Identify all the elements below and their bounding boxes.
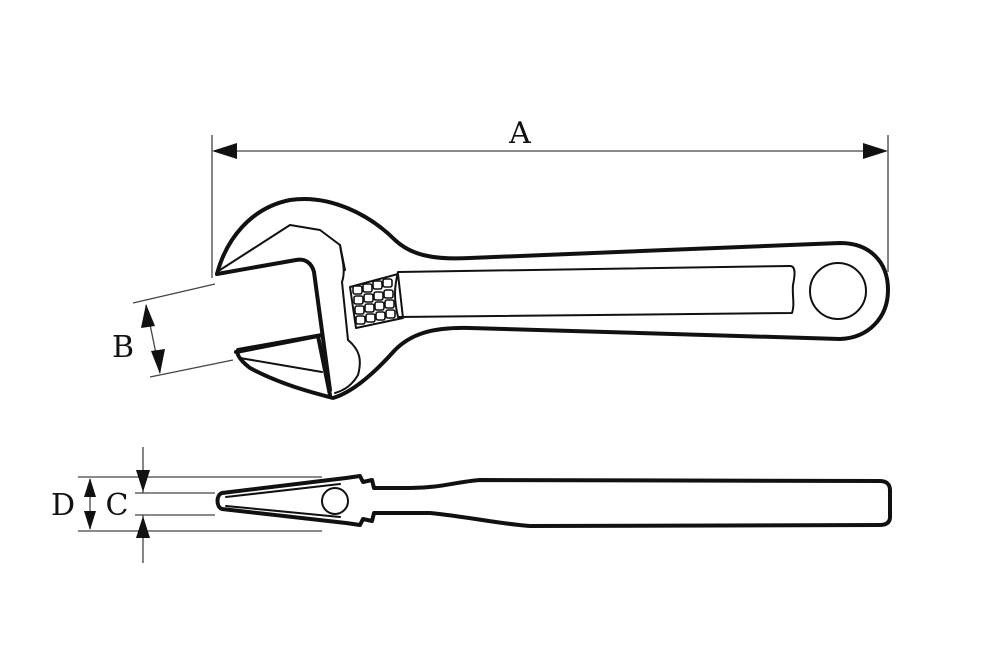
dimension-label-a: A: [508, 116, 531, 151]
dimension-b: B: [112, 283, 234, 378]
knurl-frame: [349, 273, 404, 329]
extension-line-b-bottom: [149, 359, 234, 378]
hanging-hole: [809, 262, 867, 320]
arrow-down-icon: [151, 349, 165, 374]
extension-line-b-top: [132, 283, 216, 304]
dimension-label-d: D: [51, 488, 75, 523]
movable-jaw: [234, 334, 332, 397]
head-inner-contour: [334, 244, 361, 394]
arrow-right-icon: [863, 143, 888, 159]
handle-recess: [394, 265, 796, 318]
movable-jaw-bevel: [239, 357, 323, 373]
fixed-jaw-edge: [215, 257, 332, 392]
dimension-a: A: [211, 116, 889, 278]
wrench-outer-outline: [215, 197, 890, 400]
dimension-label-c: C: [106, 488, 129, 523]
arrow-up-icon: [136, 516, 150, 538]
dimension-c-d: D C: [51, 447, 322, 563]
arrow-down-icon: [136, 470, 150, 492]
dimension-label-b: B: [112, 330, 134, 365]
arrow-up-icon: [141, 304, 155, 328]
arrow-left-icon: [212, 143, 237, 159]
side-jaw-taper-bottom: [225, 505, 341, 518]
wrench-top-view: [215, 197, 890, 400]
arrow-up-icon: [84, 478, 96, 497]
side-pivot-hole: [321, 487, 349, 515]
side-jaw-taper-top: [225, 483, 341, 498]
wrench-side-view: [215, 474, 892, 528]
knurl-worm: [349, 273, 404, 329]
arrow-down-icon: [84, 511, 96, 530]
side-outline: [215, 474, 892, 528]
